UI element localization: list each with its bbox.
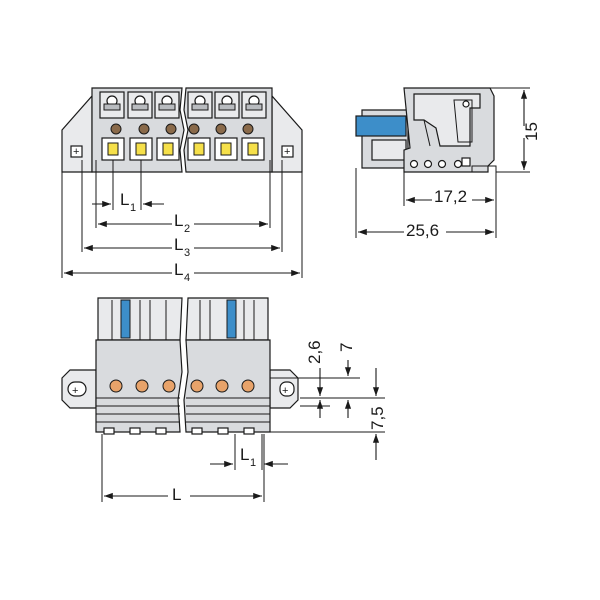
- offset-7-5-label: 7,5: [368, 406, 387, 430]
- svg-text:+: +: [282, 385, 288, 397]
- side-blue-release: [355, 115, 407, 137]
- front-contact-2: [135, 379, 149, 393]
- left-flange: [61, 94, 93, 173]
- contact-2: [135, 142, 147, 156]
- l3-sub: 3: [184, 247, 190, 259]
- l1-sub: 1: [130, 202, 136, 214]
- pitch-l1-sub: 1: [250, 457, 256, 469]
- l1-label: L: [120, 190, 129, 209]
- l4-sub: 4: [184, 272, 190, 284]
- front-contact-3: [162, 379, 176, 393]
- offset-2-6-label: 2,6: [305, 340, 324, 364]
- length-l-label: L: [172, 485, 181, 504]
- width-17-2-label: 17,2: [434, 187, 467, 206]
- l4-label: L: [174, 260, 183, 279]
- side-view: 15 17,2 25,6: [355, 87, 541, 240]
- release-lever-blue-2: [226, 299, 237, 339]
- pitch-l1-label: L: [240, 445, 249, 464]
- release-lever-blue-1: [120, 299, 131, 339]
- width-25-6-label: 25,6: [406, 221, 439, 240]
- height-15-label: 15: [522, 122, 541, 141]
- front-view: + + 2,6 7: [61, 297, 387, 504]
- l2-sub: 2: [184, 223, 190, 235]
- left-flange-hole: [70, 145, 83, 158]
- contact-6: [247, 142, 259, 156]
- svg-text:+: +: [72, 385, 78, 397]
- l3-label: L: [174, 235, 183, 254]
- pole-units: [99, 91, 267, 161]
- l2-label: L: [174, 211, 183, 230]
- top-view: + +: [61, 87, 303, 284]
- svg-text:+: +: [73, 146, 79, 158]
- contact-4: [193, 142, 205, 156]
- contact-5: [220, 142, 232, 156]
- front-contact-6: [241, 379, 255, 393]
- contact-3: [162, 142, 174, 156]
- front-contact-5: [215, 379, 229, 393]
- contact-1: [107, 142, 119, 156]
- front-contact-4: [190, 379, 204, 393]
- front-contact-1: [109, 379, 123, 393]
- svg-text:+: +: [284, 146, 290, 158]
- right-flange: [271, 94, 303, 173]
- right-flange-hole: [281, 145, 294, 158]
- offset-7-label: 7: [337, 343, 356, 352]
